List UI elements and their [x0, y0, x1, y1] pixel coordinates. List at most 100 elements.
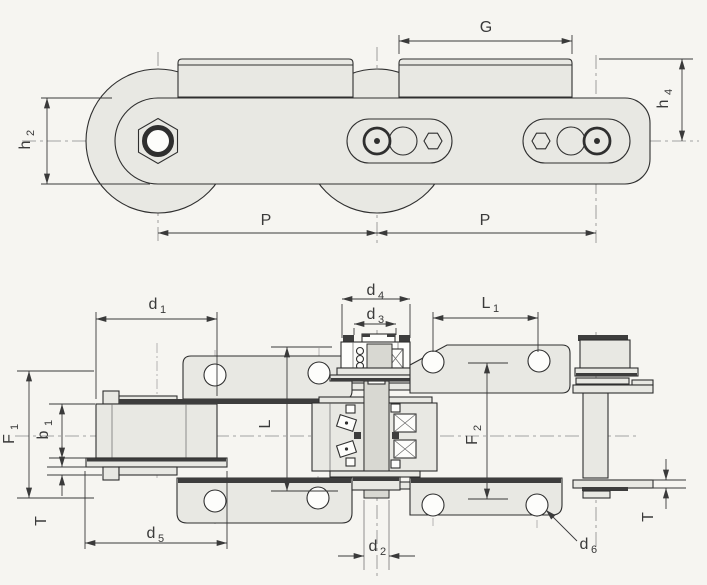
svg-text:L: L [257, 419, 274, 428]
roller-dot [344, 421, 349, 425]
bottom-collar-edge [353, 477, 399, 481]
svg-text:1: 1 [43, 420, 55, 426]
svg-text:2: 2 [25, 130, 37, 136]
section-view: d 1 d 4 d 3 L 1 L [1, 282, 686, 578]
dim-label-d1: d [149, 296, 158, 313]
dim-label-T-right: T [640, 512, 657, 522]
right-race-step [388, 396, 433, 404]
attachment-hole [421, 493, 445, 517]
dim-label-h2: h 2 [17, 130, 37, 150]
attachment-hole [525, 493, 549, 517]
svg-text:F: F [1, 434, 18, 444]
dim-label-L: L [257, 419, 274, 428]
left-pin-bore [142, 125, 174, 157]
dim-d1: d 1 [95, 296, 218, 399]
dim-label-b1: b 1 [35, 420, 55, 440]
dim-T-right: T [640, 459, 686, 522]
roller-body-lines [111, 404, 187, 458]
seal-block [390, 459, 401, 469]
washer-tab [362, 334, 370, 337]
dim-label-d4: d [367, 282, 376, 299]
dim-label-d5: d [147, 525, 156, 542]
svg-text:T: T [33, 516, 50, 526]
attachment-plate-bottom-left-edge [178, 478, 351, 483]
dim-F1: F 1 [1, 370, 94, 499]
dim-h4: h 4 [599, 58, 693, 141]
svg-text:h: h [17, 141, 34, 150]
dim-label-d3: d [367, 306, 376, 323]
attachment-hole [203, 489, 227, 513]
svg-text:h: h [655, 100, 672, 109]
side-plate-top-edge [572, 384, 654, 394]
seal-block [345, 404, 356, 414]
attachment-plate-bottom-right-edge [411, 478, 561, 483]
center-seal-right [392, 432, 399, 439]
dim-label-d2-sub: 2 [380, 546, 386, 558]
attachment-hole [421, 350, 445, 374]
bearing-ball [355, 346, 365, 356]
dim-h2: h 2 [17, 97, 150, 185]
bolt-cap-left [343, 335, 354, 342]
bearing-pin-assembly [311, 333, 438, 570]
attachment-plate-bottom-left [176, 477, 353, 524]
dim-label-d1-sub: 1 [160, 304, 166, 316]
svg-text:4: 4 [663, 89, 675, 95]
dim-d2: d 2 [338, 538, 415, 560]
dim-d4: d 4 [341, 282, 411, 338]
bush-bottom-flange-edge [582, 487, 628, 491]
dim-label-P-right: P [480, 212, 491, 229]
roller-dot [344, 447, 349, 451]
dim-label-d2: d [369, 538, 378, 555]
center-seal-left [354, 432, 361, 439]
left-pin-hex [137, 117, 179, 165]
plain-pin [582, 392, 609, 479]
dim-d5: d 5 [84, 471, 228, 549]
side-view: G h 2 h 4 P P [17, 19, 699, 243]
bush-top-layer [575, 377, 630, 385]
bush-bottom-body [582, 490, 611, 499]
hatch-x [393, 439, 417, 459]
left-race-step [318, 396, 365, 404]
dim-label-d4-sub: 4 [378, 290, 384, 302]
side-plate-tab-top [631, 379, 654, 386]
right-pin-center [594, 138, 600, 144]
attachment-hole [527, 349, 551, 373]
dim-label-L1-sub: 1 [493, 303, 499, 315]
dim-label-F1: F 1 [1, 424, 21, 444]
attachment-bar-right [398, 58, 573, 98]
dim-d3: d 3 [353, 306, 397, 335]
svg-text:b: b [35, 430, 52, 439]
seal-block [345, 457, 356, 467]
pin-shaft-top [366, 343, 393, 369]
roller-body [95, 403, 218, 459]
housing-base-upper [336, 367, 414, 376]
dim-L: L [257, 346, 338, 492]
svg-text:T: T [640, 512, 657, 522]
washer-tab [387, 334, 395, 337]
dim-label-d6-sub: 6 [591, 544, 597, 556]
seal-block [390, 403, 401, 413]
attachment-bar-left [177, 58, 354, 98]
dim-T-left: T [33, 446, 102, 526]
attachment-hole [306, 486, 330, 510]
attachment-hole [203, 363, 227, 387]
dim-label-d6: d [580, 536, 589, 553]
dim-label-G: G [480, 19, 492, 36]
bearing-ball [355, 354, 365, 364]
right-hex-hole [531, 132, 551, 150]
bolt-cap-right [399, 335, 410, 342]
bottom-side-plate-edge [118, 466, 178, 476]
middle-pin-center [374, 138, 380, 144]
dim-G: G [398, 19, 573, 54]
bush-top-body [579, 339, 631, 369]
attachment-hole [307, 361, 331, 385]
bottom-flange [329, 470, 421, 478]
bush-top-flange-edge [576, 373, 637, 376]
roller-flange-edge [87, 458, 226, 462]
dim-P-right: P [377, 212, 596, 237]
bush-top-cap [578, 335, 628, 341]
bottom-bush-end [102, 466, 120, 481]
dim-label-h4: h 4 [655, 89, 675, 109]
attachment-plate-top-left-edge [119, 399, 352, 404]
